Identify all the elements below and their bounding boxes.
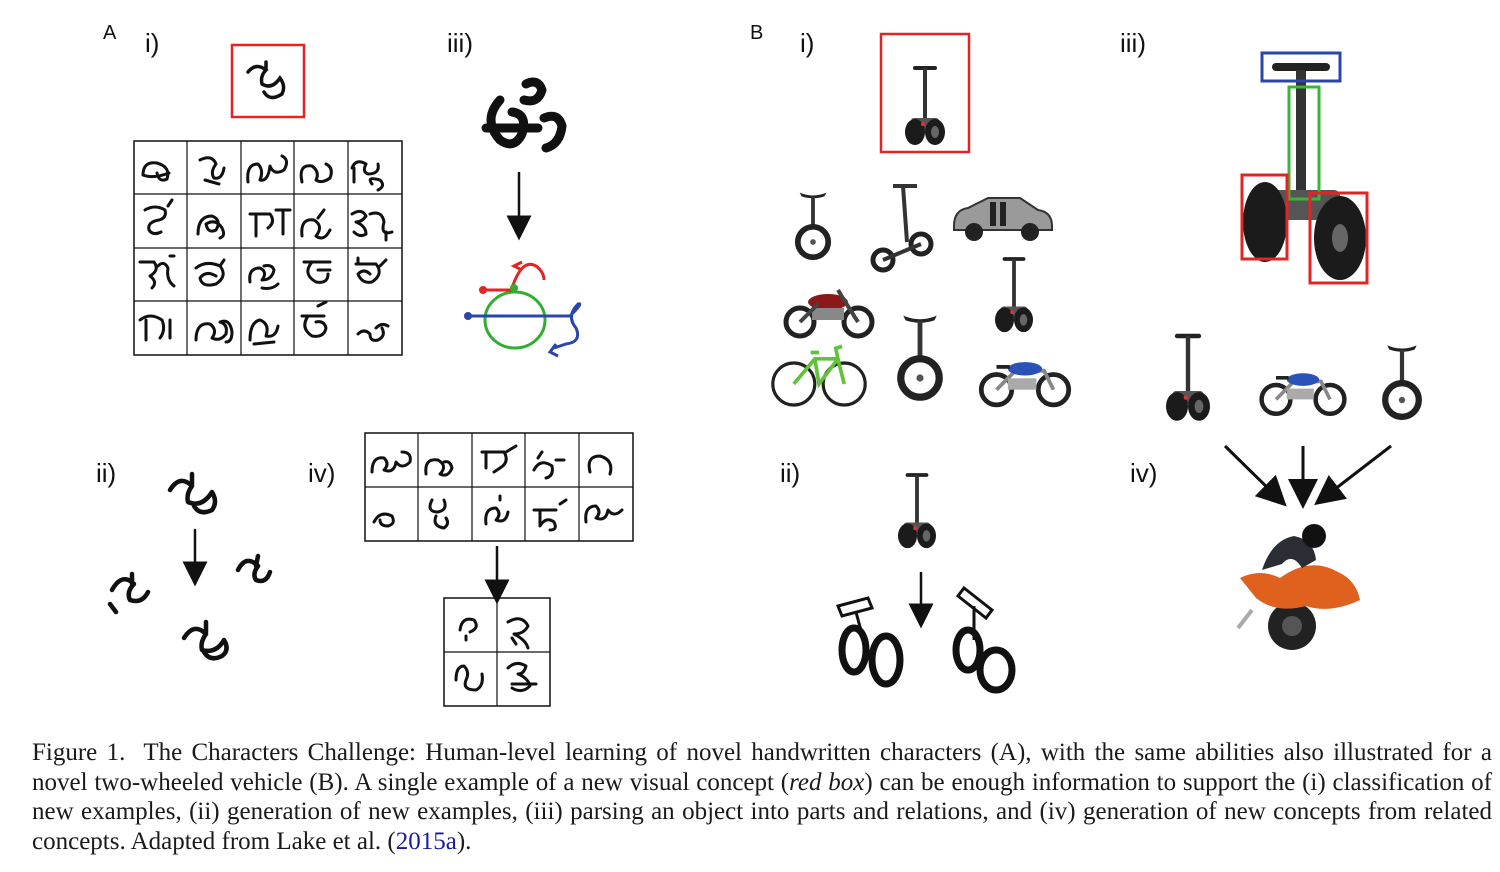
panel-a-label: A [103,22,117,44]
caption-text-3: ). [456,827,472,855]
target-character-box [230,43,306,119]
panel-b-graphics [770,32,1500,694]
sublabel-b-i: i) [800,28,815,58]
sublabel-a-ii: ii) [96,458,117,488]
sublabel-b-iii: iii) [1120,28,1146,58]
sublabel-a-i: i) [145,28,160,58]
classification-grid [133,140,403,356]
target-segway-box [879,32,971,154]
sublabel-b-iv: iv) [1130,458,1158,488]
novel-vehicle [1236,524,1360,650]
generation-characters [107,471,273,661]
parsing-character [464,77,582,358]
vehicle-parts-sources [1166,333,1419,509]
figure-caption: Figure 1.The Characters Challenge: Human… [32,738,1492,856]
parsed-segway [1240,51,1369,285]
caption-text-2: ) can be enough information to support t… [32,768,1493,855]
concept-grid [364,432,634,707]
sublabel-a-iii: iii) [447,28,473,58]
panel-a-graphics [107,43,634,707]
generated-segways [835,473,1016,694]
caption-text-1: The Characters Challenge: Human-level le… [32,739,1492,796]
sublabel-b-ii: ii) [780,458,801,488]
vehicle-examples [770,184,1069,405]
caption-emphasis: red box [789,768,865,796]
figure-label: Figure 1. [32,739,126,766]
citation-link[interactable]: 2015a [395,827,457,855]
panel-b-label: B [750,22,764,44]
sublabel-a-iv: iv) [308,458,336,488]
